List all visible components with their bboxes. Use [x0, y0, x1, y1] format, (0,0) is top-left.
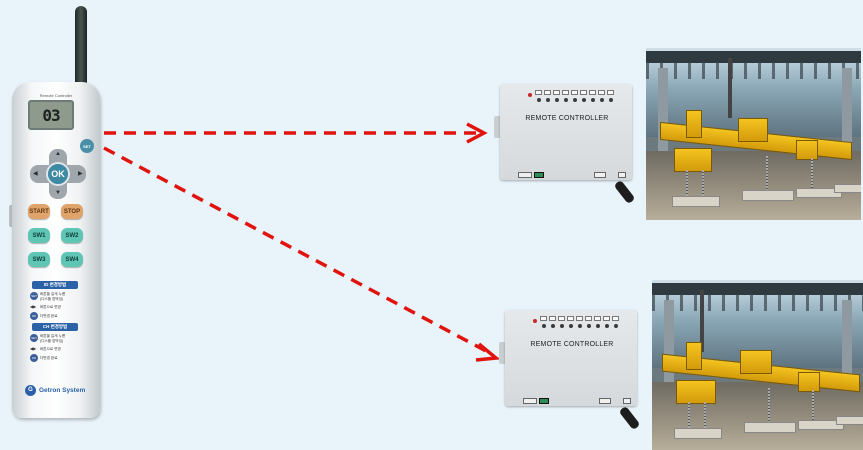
receiver-connector-label-3 — [618, 172, 626, 178]
sw3-button[interactable]: SW3 — [28, 252, 50, 267]
receiver-connector-label-2 — [599, 398, 611, 404]
receiver-power-port — [539, 398, 549, 404]
power-led — [531, 316, 538, 323]
left-right-icon: ◀▶ — [30, 304, 36, 309]
led-8 — [598, 90, 605, 102]
id-line-3: 버튼으로 변경 — [40, 305, 61, 310]
receiver-connector-label — [518, 172, 532, 178]
set-mini-icon-2: SET — [30, 334, 38, 342]
receiver-housing: REMOTE CONTROLLER — [500, 84, 632, 180]
crane-photo-bottom — [652, 280, 863, 450]
instruction-panel: ID 변경방법 SET 버튼을 길게 누름 (디스플 깜박임) ◀▶ 버튼으로 … — [24, 281, 86, 371]
set-mini-icon: SET — [30, 292, 38, 300]
receiver-led-row — [526, 90, 620, 106]
receiver-bottom: REMOTE CONTROLLER — [499, 302, 639, 412]
right-arrow-icon[interactable]: ▶ — [78, 170, 83, 177]
start-button[interactable]: START — [28, 204, 50, 219]
crane-photo-top — [646, 48, 861, 220]
power-led — [526, 90, 533, 97]
led-5 — [571, 90, 578, 102]
ch-line-4: 다변경 완료 — [40, 356, 58, 361]
led-2 — [544, 90, 551, 102]
led-3 — [558, 316, 565, 328]
receiver-housing: REMOTE CONTROLLER — [505, 310, 637, 406]
led-4 — [567, 316, 574, 328]
led-1 — [535, 90, 542, 102]
receiver-top: REMOTE CONTROLLER — [494, 76, 634, 186]
id-line-2: (디스플 깜박임) — [40, 297, 63, 302]
led-4 — [562, 90, 569, 102]
ch-line-2: (디스플 깜박임) — [40, 339, 63, 344]
led-5 — [576, 316, 583, 328]
receiver-led-row — [531, 316, 625, 332]
down-arrow-icon[interactable]: ▼ — [55, 190, 61, 196]
ok-mini-icon: OK — [30, 312, 38, 320]
id-line-4: 다변경 완료 — [40, 314, 58, 319]
receiver-connector-label-2 — [594, 172, 606, 178]
led-3 — [553, 90, 560, 102]
remote-lcd-display: 03 — [28, 100, 74, 130]
ch-line-3: 버튼으로 변경 — [40, 347, 61, 352]
brand-mark-icon: G — [25, 385, 36, 396]
led-7 — [589, 90, 596, 102]
ch-section-heading: CH 변경방법 — [32, 323, 78, 331]
led-6 — [585, 316, 592, 328]
led-2 — [549, 316, 556, 328]
led-6 — [580, 90, 587, 102]
id-section-heading: ID 변경방법 — [32, 281, 78, 289]
lcd-value: 03 — [42, 106, 59, 125]
arrow-to-bottom-receiver — [104, 148, 488, 352]
receiver-connector-label — [523, 398, 537, 404]
stop-button[interactable]: STOP — [61, 204, 83, 219]
sw1-button[interactable]: SW1 — [28, 228, 50, 243]
remote-antenna — [75, 6, 87, 86]
receiver-title: REMOTE CONTROLLER — [517, 341, 627, 348]
left-arrow-icon[interactable]: ◀ — [33, 170, 38, 177]
direction-pad: ▲ ▼ ◀ ▶ OK — [30, 149, 86, 199]
left-right-icon-2: ◀▶ — [30, 346, 36, 351]
sw4-button[interactable]: SW4 — [61, 252, 83, 267]
handheld-remote: Remote Controller 03 SET ▲ ▼ ◀ ▶ OK STAR… — [0, 0, 110, 430]
sw2-button[interactable]: SW2 — [61, 228, 83, 243]
led-8 — [603, 316, 610, 328]
receiver-power-port — [534, 172, 544, 178]
led-1 — [540, 316, 547, 328]
remote-model-label: Remote Controller — [22, 93, 90, 98]
led-9 — [612, 316, 619, 328]
ok-mini-icon-2: OK — [30, 354, 38, 362]
led-9 — [607, 90, 614, 102]
receiver-connector-label-3 — [623, 398, 631, 404]
receiver-title: REMOTE CONTROLLER — [512, 115, 622, 122]
led-7 — [594, 316, 601, 328]
up-arrow-icon[interactable]: ▲ — [55, 151, 61, 157]
brand-logo: G Getron System — [25, 383, 95, 397]
ok-button[interactable]: OK — [46, 162, 70, 186]
brand-name: Getron System — [39, 387, 85, 394]
